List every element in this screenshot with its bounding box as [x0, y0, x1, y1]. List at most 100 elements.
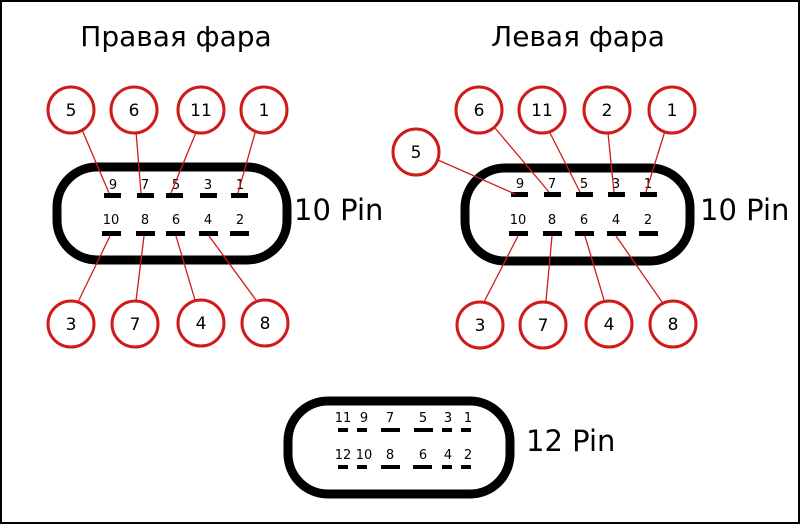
- pin-number: 1: [464, 411, 472, 426]
- pin-dash: [413, 465, 432, 469]
- pin-number: 10: [510, 213, 527, 228]
- pin-number: 10: [103, 213, 120, 228]
- pin-number: 3: [204, 178, 212, 193]
- callout-circle: [391, 127, 441, 177]
- callout-circle: [648, 299, 698, 349]
- leader-line: [483, 235, 519, 303]
- pin-number: 7: [548, 177, 556, 192]
- left-10-pin-label: 10 Pin: [700, 193, 789, 227]
- pin-number: 2: [464, 448, 472, 463]
- callout-circle: [239, 85, 289, 135]
- right-connector: 9 7 5 3 1 10 8 6 4 2: [52, 162, 292, 265]
- pin-dash: [381, 428, 400, 432]
- pin-dash: [357, 428, 367, 432]
- callout-number: 11: [190, 101, 212, 121]
- pin-dash: [381, 465, 400, 469]
- pin-dash: [639, 231, 658, 236]
- pin-number: 7: [386, 411, 394, 426]
- pin-number: 8: [548, 213, 556, 228]
- twelve-pin-connector-body: [283, 396, 515, 499]
- pin-dash: [511, 192, 528, 197]
- pin-number: 3: [612, 177, 620, 192]
- pin-dash: [461, 465, 471, 469]
- callout-number: 8: [668, 315, 679, 335]
- pin-dash: [442, 465, 452, 469]
- leader-line: [584, 235, 605, 301]
- pin-dash: [102, 231, 121, 236]
- leader-line: [135, 235, 145, 302]
- callout-circle: [518, 300, 568, 350]
- right-headlight-title: Правая фара: [80, 20, 271, 53]
- pin-dash: [104, 193, 121, 198]
- pin-number: 8: [141, 213, 149, 228]
- leader-line: [175, 235, 196, 301]
- pin-dash: [230, 231, 249, 236]
- callout-circle: [109, 85, 159, 135]
- pin-number: 4: [204, 213, 212, 228]
- callout-number: 1: [259, 101, 270, 121]
- leader-line: [615, 235, 663, 303]
- callout-circle: [455, 300, 505, 350]
- callout-circle: [110, 299, 160, 349]
- pin-number: 8: [386, 448, 394, 463]
- pin-dash: [414, 428, 433, 432]
- left-connector-body: [460, 163, 695, 266]
- callout-number: 5: [66, 101, 77, 121]
- pin-number: 6: [580, 213, 588, 228]
- callout-circle: [517, 85, 567, 135]
- callout-circle: [582, 85, 632, 135]
- leader-line: [548, 130, 581, 193]
- twelve-pin-connector: 11 9 7 5 3 1 12 10 8 6 4 2: [283, 396, 515, 499]
- leader-line: [77, 235, 111, 303]
- callout-circle: [46, 299, 96, 349]
- leader-line: [607, 132, 615, 193]
- pin-dash: [640, 192, 657, 197]
- leader-line: [545, 235, 553, 302]
- callout-number: 4: [196, 314, 207, 334]
- pin-number: 9: [109, 178, 117, 193]
- pin-dash: [136, 231, 155, 236]
- leader-line: [437, 159, 516, 195]
- pin-dash: [575, 231, 594, 236]
- callout-circle: [176, 298, 226, 348]
- pin-dash: [442, 428, 452, 432]
- leader-line: [135, 130, 142, 194]
- callout-number: 7: [538, 316, 549, 336]
- callout-circle: [454, 85, 504, 135]
- leader-line: [170, 129, 198, 194]
- right-connector-body: [52, 162, 292, 265]
- pin-number: 11: [335, 411, 352, 426]
- callout-number: 5: [411, 143, 422, 163]
- callout-number: 4: [604, 315, 615, 335]
- pin-dash: [338, 428, 348, 432]
- pin-number: 3: [444, 411, 452, 426]
- pin-dash: [338, 465, 348, 469]
- pin-number: 2: [644, 213, 652, 228]
- pin-number: 12: [335, 448, 352, 463]
- pin-number: 5: [580, 177, 588, 192]
- callout-number: 7: [130, 315, 141, 335]
- pin-number: 4: [444, 448, 452, 463]
- pin-dash: [509, 231, 528, 236]
- callout-number: 3: [66, 315, 77, 335]
- callout-number: 6: [129, 101, 140, 121]
- pin-number: 2: [236, 213, 244, 228]
- pin-number: 6: [419, 448, 427, 463]
- pin-dash: [137, 193, 154, 198]
- callout-circle: [240, 298, 290, 348]
- pin-dash: [231, 193, 248, 198]
- pin-number: 5: [419, 411, 427, 426]
- left-headlight-title: Левая фара: [491, 20, 665, 53]
- callout-circle: [46, 85, 96, 135]
- pin-number: 4: [612, 213, 620, 228]
- twelve-pin-label: 12 Pin: [526, 424, 615, 458]
- left-connector: 9 7 5 3 1 10 8 6 4 2: [460, 163, 695, 266]
- callout-number: 3: [475, 316, 486, 336]
- leader-line: [79, 124, 110, 194]
- pin-dash: [608, 192, 625, 197]
- right-10-pin-label: 10 Pin: [294, 193, 383, 227]
- leader-line: [645, 130, 666, 193]
- pin-dash: [200, 193, 217, 198]
- callout-circle: [647, 85, 697, 135]
